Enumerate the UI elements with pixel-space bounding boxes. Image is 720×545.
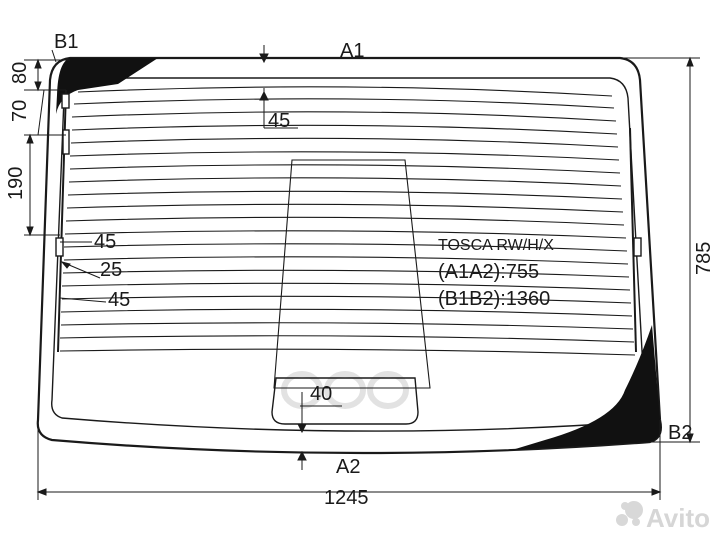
label-dim-80: 80 [9, 62, 31, 84]
label-dim-45-left-1: 45 [94, 231, 116, 253]
dim-1245-lines [36, 420, 662, 500]
label-dim-190: 190 [5, 167, 27, 200]
label-b2: B2 [668, 422, 692, 444]
label-dim-45-top: 45 [268, 110, 290, 132]
dim-45-top-marker [259, 88, 298, 129]
black-corner-top-left [56, 58, 158, 114]
watermark-avito-logo: Avito [616, 501, 710, 533]
b1-leader [51, 49, 57, 63]
label-a2: A2 [336, 456, 360, 478]
label-dim-1245: 1245 [324, 487, 369, 509]
label-dim-785: 785 [693, 242, 715, 275]
terminal-left-mid [55, 237, 64, 257]
marker-a2 [297, 450, 307, 470]
center-trapezoid [273, 159, 431, 389]
wiper-cutout [271, 377, 419, 425]
right-bus-bar [629, 127, 637, 353]
black-corner-bottom-right [512, 325, 661, 450]
terminal-right [633, 237, 642, 257]
left-small-dims [59, 241, 107, 303]
label-dim-70: 70 [9, 100, 31, 122]
spec-b1b2: (B1B2):1360 [438, 288, 550, 310]
label-dim-45-left-2: 45 [108, 289, 130, 311]
left-dimension-lines [24, 58, 70, 237]
spec-model: TOSCA RW/H/X [438, 237, 554, 254]
spec-a1a2: (A1A2):755 [438, 261, 539, 283]
label-dim-40: 40 [310, 383, 332, 405]
dim-40-marker [297, 392, 342, 434]
glass-outline [36, 56, 662, 455]
label-dim-25: 25 [100, 259, 122, 281]
terminal-left-top [61, 93, 70, 155]
watermark-brand: Avito [646, 503, 710, 533]
marker-a1 [259, 45, 269, 64]
label-a1: A1 [340, 40, 364, 62]
heating-grid [59, 86, 636, 356]
dim-785-lines [622, 56, 700, 444]
label-b1: B1 [54, 31, 78, 53]
